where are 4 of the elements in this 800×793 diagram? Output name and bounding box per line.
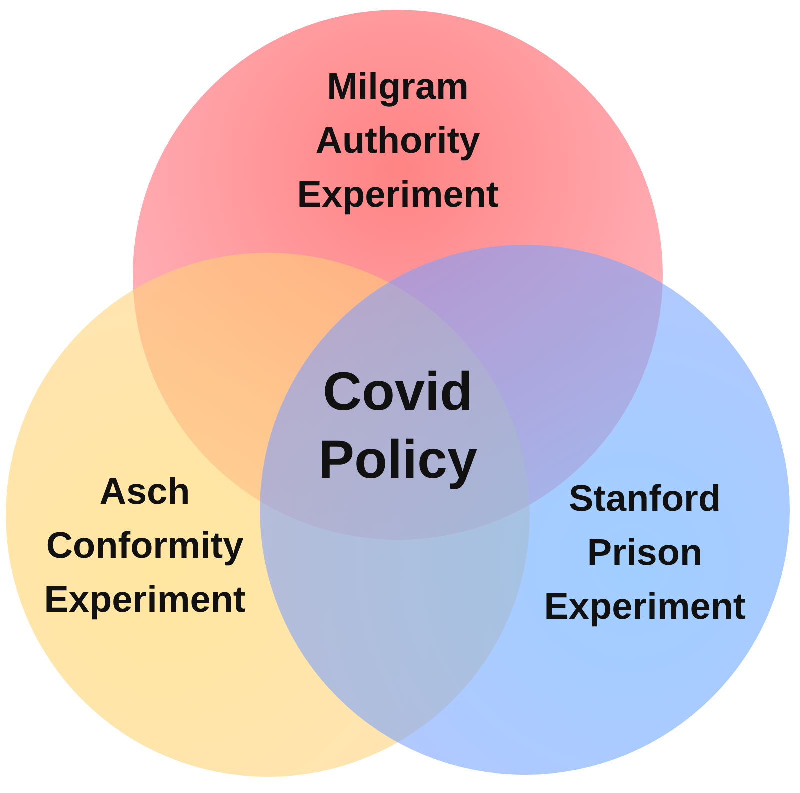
center-label: Covid Policy [317, 361, 479, 492]
circle-label: Milgram Authority Experiment [296, 65, 500, 217]
circle-label: Stanford Prison Experiment [543, 477, 747, 629]
circle-label: Asch Conformity Experiment [43, 470, 247, 622]
